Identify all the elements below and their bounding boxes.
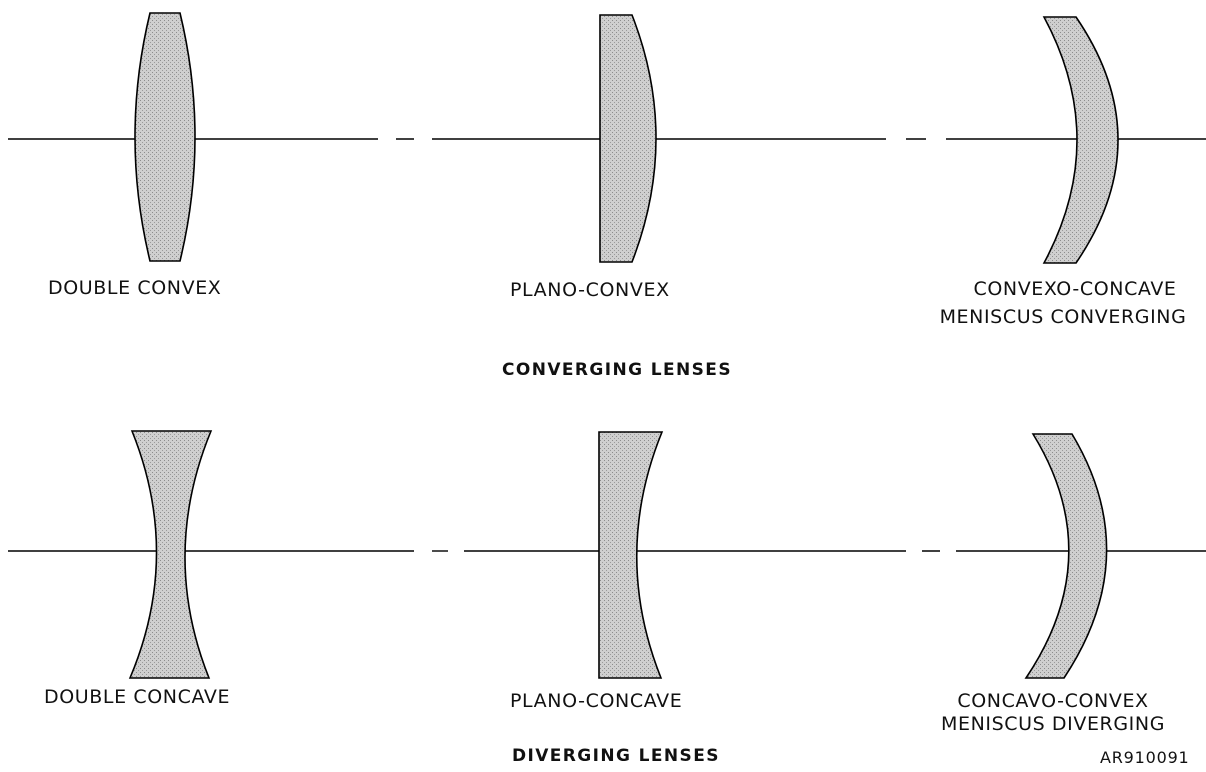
converging-lenses-heading: CONVERGING LENSES [502, 360, 732, 380]
plano-convex-label: PLANO-CONVEX [510, 279, 670, 301]
plano-convex-lens [599, 14, 657, 263]
concavo-convex-label-line2: MENISCUS DIVERGING [940, 713, 1166, 735]
diverging-lenses-heading: DIVERGING LENSES [512, 746, 720, 766]
convexo-concave-label-line2: MENISCUS CONVERGING [939, 306, 1187, 328]
double-convex-lens [134, 12, 196, 262]
concavo-convex-meniscus-lens [1024, 433, 1108, 679]
double-concave-label: DOUBLE CONCAVE [44, 686, 231, 708]
convexo-concave-label-line1: CONVEXO-CONCAVE [973, 278, 1177, 300]
double-concave-lens [128, 430, 213, 679]
plano-concave-lens [598, 431, 664, 679]
plano-concave-label: PLANO-CONCAVE [510, 690, 683, 712]
double-convex-label: DOUBLE CONVEX [48, 277, 222, 299]
convexo-concave-meniscus-lens [1042, 16, 1119, 264]
figure-id: AR910091 [1100, 748, 1190, 767]
concavo-convex-label-line1: CONCAVO-CONVEX [957, 690, 1149, 712]
